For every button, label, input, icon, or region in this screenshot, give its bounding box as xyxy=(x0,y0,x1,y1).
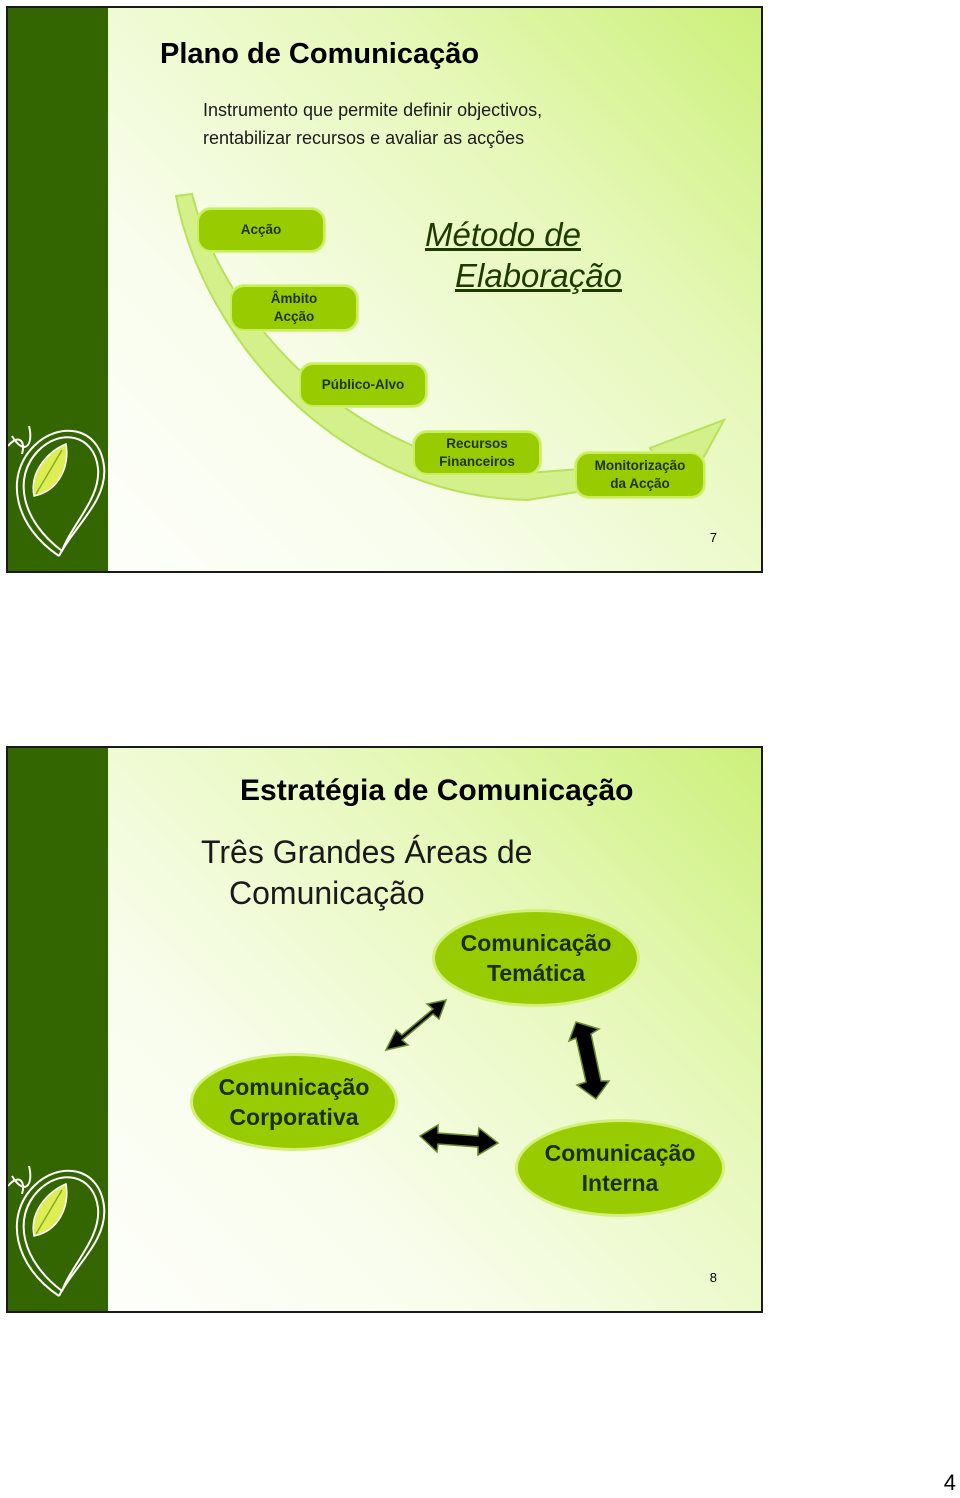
area-corporativa: Comunicação Corporativa xyxy=(190,1053,398,1151)
step-recursos-financeiros: Recursos Financeiros xyxy=(413,431,541,475)
step-label: Monitorização xyxy=(594,458,686,473)
step-label: Recursos xyxy=(446,436,508,451)
slide-title: Plano de Comunicação xyxy=(160,38,480,70)
step-ambito-accao: Âmbito Acção xyxy=(230,285,358,331)
double-arrow-icon xyxy=(384,998,448,1052)
step-label: da Acção xyxy=(610,476,670,491)
subtitle-line: rentabilizar recursos e avaliar as acçõe… xyxy=(203,128,525,148)
slide-number: 8 xyxy=(709,1270,717,1285)
area-label: Comunicação xyxy=(544,1140,696,1166)
step-monitorizacao: Monitorização da Acção xyxy=(575,452,705,498)
slide-number: 7 xyxy=(709,530,717,545)
area-tematica: Comunicação Temática xyxy=(432,909,640,1007)
slide-title: Estratégia de Comunicação xyxy=(240,774,634,807)
slide-7: Plano de Comunicação Instrumento que per… xyxy=(6,6,763,573)
area-interna: Comunicação Interna xyxy=(515,1119,725,1217)
step-label: Âmbito xyxy=(270,291,318,306)
slide-8: Estratégia de Comunicação Três Grandes Á… xyxy=(6,746,763,1313)
leaf-logo-icon xyxy=(8,425,106,557)
leaf-logo-icon xyxy=(8,1165,106,1297)
step-label: Acção xyxy=(273,309,315,324)
step-label: Financeiros xyxy=(439,454,515,469)
subtitle-line: Instrumento que permite definir objectiv… xyxy=(203,100,543,120)
method-title: Método de Elaboração xyxy=(425,214,622,296)
method-title-line: Método de xyxy=(425,216,581,253)
step-publico-alvo: Público-Alvo xyxy=(299,363,427,407)
area-label: Comunicação xyxy=(460,930,612,956)
area-label: Comunicação xyxy=(218,1074,370,1100)
area-label: Temática xyxy=(486,960,585,986)
step-accao: Acção xyxy=(197,208,325,252)
slide-subtitle: Instrumento que permite definir objectiv… xyxy=(203,96,542,152)
step-label: Público-Alvo xyxy=(321,377,405,392)
step-label: Acção xyxy=(240,222,282,237)
slide-subtitle: Três Grandes Áreas de Comunicação xyxy=(201,832,532,914)
area-label: Interna xyxy=(581,1170,659,1196)
subtitle-line: Três Grandes Áreas de xyxy=(201,834,533,870)
double-arrow-icon xyxy=(418,1123,500,1157)
method-title-line: Elaboração xyxy=(455,257,622,294)
double-arrows xyxy=(384,998,611,1157)
page-number: 4 xyxy=(943,1470,956,1495)
area-label: Corporativa xyxy=(229,1104,359,1130)
subtitle-line: Comunicação xyxy=(229,875,425,911)
double-arrow-icon xyxy=(567,1021,611,1101)
